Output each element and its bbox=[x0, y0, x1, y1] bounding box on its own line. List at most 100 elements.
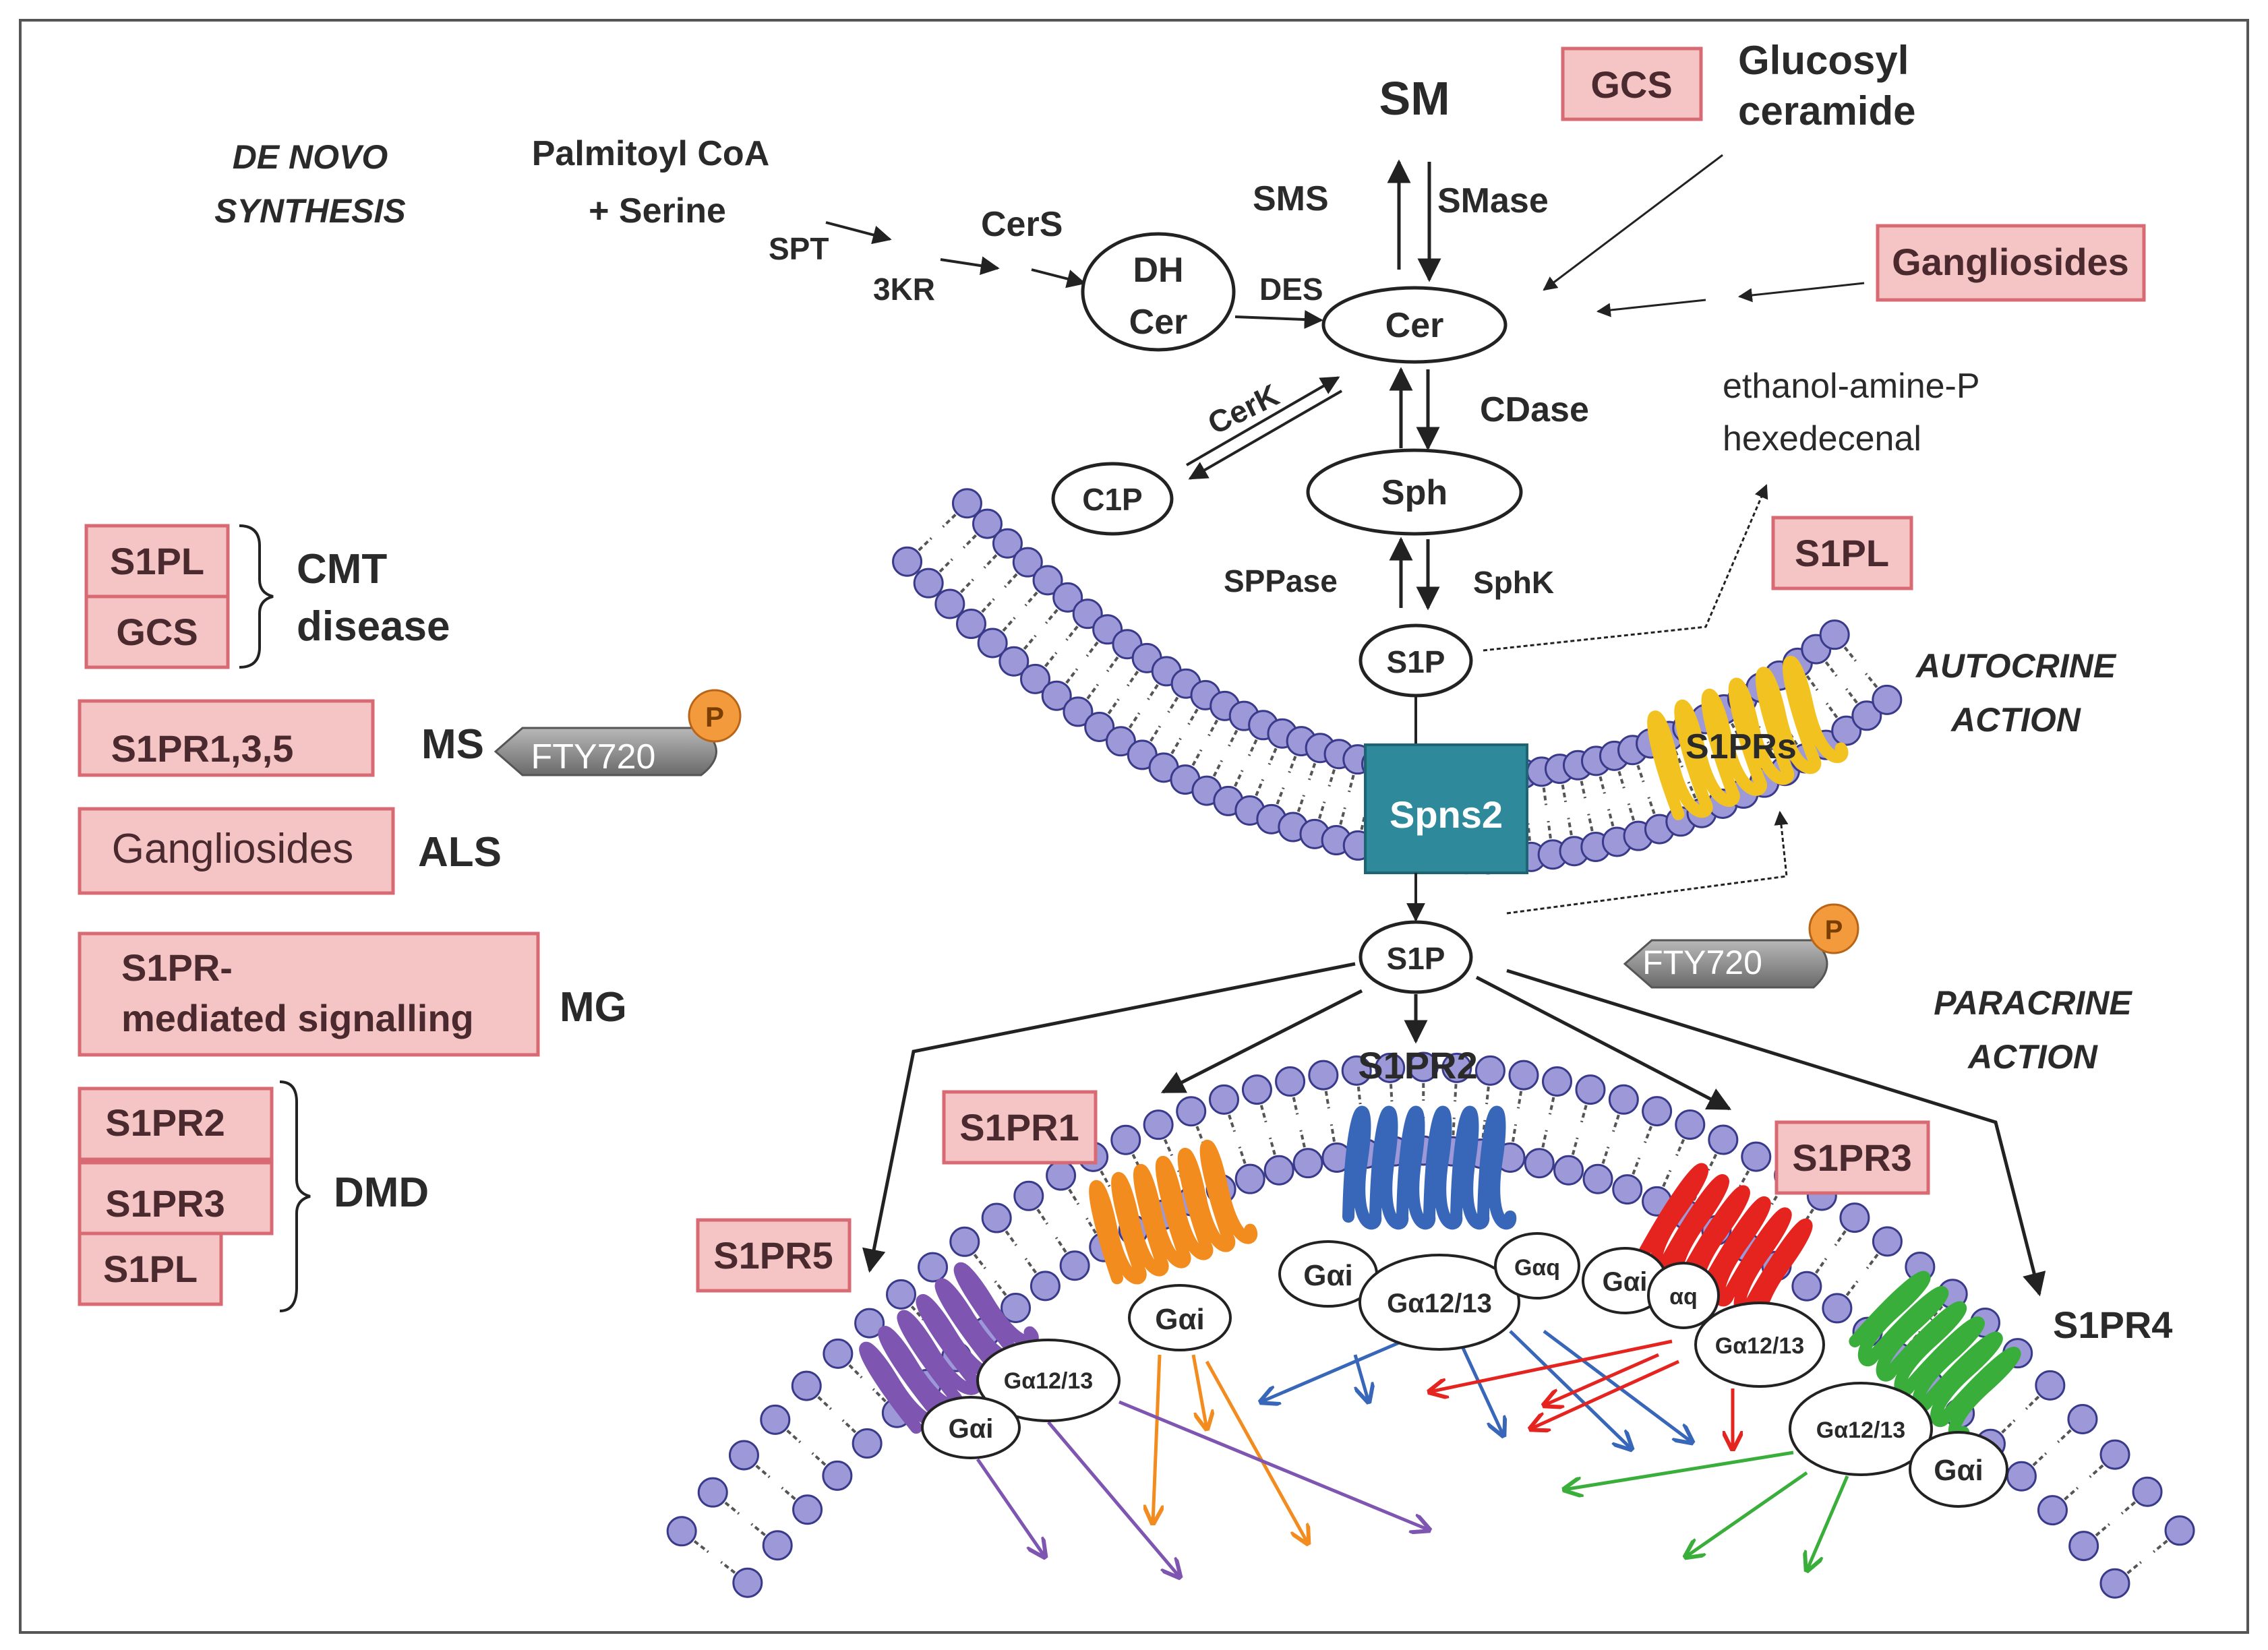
signal-arrow bbox=[1261, 1339, 1403, 1402]
lipid-head bbox=[1176, 1096, 1207, 1127]
lipid-head bbox=[1275, 1066, 1306, 1097]
lipid-tail bbox=[1228, 715, 1246, 747]
autocrine-action-label: AUTOCRINE ACTION bbox=[1915, 647, 2117, 739]
arrow-to-s1pr4 bbox=[1506, 969, 2046, 1297]
lipid-head bbox=[998, 646, 1029, 677]
s1pr5-box: S1PR5 bbox=[696, 1218, 852, 1293]
signal-arrow bbox=[1509, 1330, 1632, 1449]
svg-text:CMT: CMT bbox=[297, 546, 387, 592]
lipid-tail bbox=[942, 502, 968, 528]
lipid-tail bbox=[995, 1217, 1017, 1246]
svg-text:S1PR2: S1PR2 bbox=[105, 1101, 225, 1144]
g-protein-s1pr2-gaq: Gαq bbox=[1494, 1232, 1580, 1300]
svg-text:Gαi: Gαi bbox=[1155, 1303, 1205, 1336]
dh-cer-node: DH Cer bbox=[1081, 232, 1236, 352]
lipid-tail bbox=[949, 578, 974, 605]
g-protein-s1pr5-ga12: Gα12/13 bbox=[976, 1339, 1121, 1422]
lipid-tail bbox=[927, 558, 953, 584]
lipid-tail bbox=[1611, 1099, 1625, 1132]
fty720-molecule-paracrine: FTY720 P bbox=[1623, 903, 1859, 989]
signal-arrow bbox=[1191, 1354, 1207, 1429]
paracrine-action-label: PARACRINE ACTION bbox=[1934, 984, 2132, 1076]
signal-arrow bbox=[1543, 1330, 1692, 1442]
lipid-tail bbox=[1167, 683, 1187, 713]
s1pr1-coil bbox=[1089, 1140, 1258, 1285]
lipid-head bbox=[1046, 1160, 1077, 1191]
svg-text:Gαi: Gαi bbox=[1934, 1454, 1983, 1487]
ethanolamine-hexedecenal-label: ethanol-amine-P hexedecenal bbox=[1723, 367, 1980, 458]
lipid-head bbox=[1341, 1055, 1372, 1086]
lipid-tail bbox=[1833, 634, 1857, 662]
lipid-head bbox=[1741, 1141, 1772, 1172]
lipid-tail bbox=[1516, 1074, 1525, 1109]
g-protein-s1pr2-ga12: Gα12/13 bbox=[1359, 1254, 1520, 1351]
lipid-tail bbox=[1024, 1258, 1047, 1287]
lipid-head bbox=[1072, 599, 1103, 630]
lipid-head bbox=[2035, 1370, 2066, 1401]
lipid-tail bbox=[1834, 1217, 1856, 1246]
lipid-tail bbox=[1291, 795, 1305, 828]
lipid-tail bbox=[2120, 1490, 2149, 1515]
lipid-head bbox=[1143, 1109, 1174, 1140]
svg-text:Gαi: Gαi bbox=[1303, 1259, 1353, 1292]
lipid-tail bbox=[1055, 668, 1079, 697]
lipid-tail bbox=[1627, 803, 1640, 836]
lipid-tail bbox=[2089, 1453, 2116, 1478]
svg-text:αq: αq bbox=[1669, 1284, 1698, 1310]
svg-text:Spns2: Spns2 bbox=[1390, 793, 1503, 836]
signal-arrow bbox=[1461, 1347, 1503, 1436]
lipid-tail bbox=[1558, 768, 1568, 803]
lipid-tail bbox=[1613, 755, 1625, 789]
lipid-tail bbox=[983, 542, 1009, 569]
lipid-head bbox=[1675, 1109, 1706, 1140]
s1prs-receptor-helix bbox=[1647, 656, 1849, 820]
lipid-head bbox=[1041, 680, 1072, 711]
lipid-tail bbox=[1327, 754, 1340, 787]
lipid-tail bbox=[1631, 750, 1645, 783]
lipid-tail bbox=[1189, 1110, 1205, 1144]
signal-arrow bbox=[1205, 1360, 1308, 1544]
svg-text:DH: DH bbox=[1133, 251, 1183, 290]
svg-text:GCS: GCS bbox=[1590, 63, 1672, 106]
lipid-head bbox=[886, 1279, 917, 1310]
disease-box-s1pr135: S1PR1,3,5 bbox=[78, 699, 375, 777]
svg-text:S1PL: S1PL bbox=[103, 1248, 198, 1290]
lipid-head bbox=[728, 1440, 759, 1471]
lipid-tail bbox=[1836, 1280, 1859, 1310]
svg-text:ACTION: ACTION bbox=[1950, 701, 2081, 739]
lipid-head bbox=[697, 1477, 728, 1508]
lipid-tail bbox=[1024, 579, 1049, 607]
svg-text:DE NOVO: DE NOVO bbox=[233, 138, 388, 176]
svg-text:Palmitoyl CoA: Palmitoyl CoA bbox=[532, 134, 770, 173]
dmd-label: DMD bbox=[334, 1169, 429, 1216]
palmitoyl-coa-serine: Palmitoyl CoA + Serine bbox=[532, 134, 770, 231]
lipid-tail bbox=[1085, 1217, 1106, 1248]
lipid-tail bbox=[1567, 1137, 1579, 1171]
lipid-head bbox=[1408, 1051, 1439, 1082]
lipid-tail bbox=[811, 1452, 839, 1477]
lipid-tail bbox=[1625, 1157, 1641, 1190]
lipid-tail bbox=[1157, 1124, 1174, 1157]
lipid-tail bbox=[1644, 1110, 1659, 1144]
lipid-tail bbox=[743, 1454, 771, 1479]
lipid-tail bbox=[1707, 1139, 1725, 1171]
lipid-tail bbox=[906, 537, 932, 563]
s1prs-coil bbox=[1647, 656, 1849, 820]
g-protein-s1pr3-gaq: αq bbox=[1647, 1262, 1720, 1329]
lipid-tail bbox=[1930, 1293, 1954, 1321]
lipid-tail bbox=[1147, 670, 1168, 700]
svg-text:AUTOCRINE: AUTOCRINE bbox=[1915, 647, 2117, 685]
lipid-tail bbox=[1288, 740, 1303, 773]
lipid-tail bbox=[1267, 733, 1284, 766]
lipid-tail bbox=[1127, 657, 1148, 687]
svg-text:+ Serine: + Serine bbox=[589, 191, 726, 231]
svg-text:disease: disease bbox=[297, 603, 450, 650]
lipid-tail bbox=[872, 1388, 898, 1414]
s1pr2-coil bbox=[1342, 1105, 1517, 1230]
lipid-head bbox=[1474, 1055, 1505, 1086]
lipid-tail bbox=[1864, 673, 1888, 701]
lipid-tail bbox=[1162, 737, 1182, 768]
lipid-tail bbox=[1044, 597, 1069, 624]
lipid-tail bbox=[1576, 764, 1587, 799]
